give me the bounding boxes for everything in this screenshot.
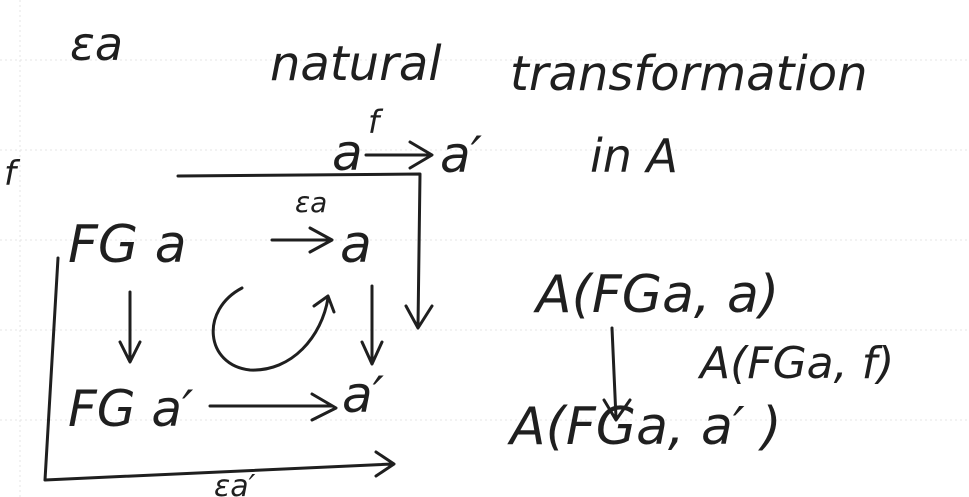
epsilon-a-heading: εa xyxy=(70,17,123,71)
square-right-arrow xyxy=(360,284,384,366)
outer-right-arrow xyxy=(176,172,434,330)
hom-arrow xyxy=(602,326,632,422)
commute-circle-arrow xyxy=(211,286,336,372)
square-bottom-arrow xyxy=(208,392,338,422)
square-top-right: a xyxy=(340,215,372,275)
square-top-arrow xyxy=(270,226,334,254)
arrow-f-target: a′ xyxy=(440,126,483,184)
hom-arrow-label: A(FGa, f) xyxy=(697,338,894,389)
category-note: in A xyxy=(590,129,678,183)
square-bottom-arrow-label: εa′ xyxy=(214,469,256,497)
hom-bottom: A(FGa, a′ ) xyxy=(507,397,781,457)
square-left-arrow xyxy=(118,290,142,364)
square-bottom-left: FG a′ xyxy=(68,380,194,438)
square-top-left: FG a xyxy=(68,215,187,275)
arrow-f-source: a xyxy=(332,124,363,182)
transformation-word: transformation xyxy=(510,46,868,102)
square-bottom-right: a′ xyxy=(342,366,385,424)
arrow-f-label: f xyxy=(368,103,384,141)
square-top-arrow-label: εa xyxy=(295,186,327,219)
hom-top: A(FGa, a) xyxy=(533,265,779,325)
outer-bottom-arrow xyxy=(43,256,396,482)
natural-word: natural xyxy=(270,36,442,92)
left-f-label: f xyxy=(4,154,21,194)
arrow-f-line xyxy=(364,140,434,170)
